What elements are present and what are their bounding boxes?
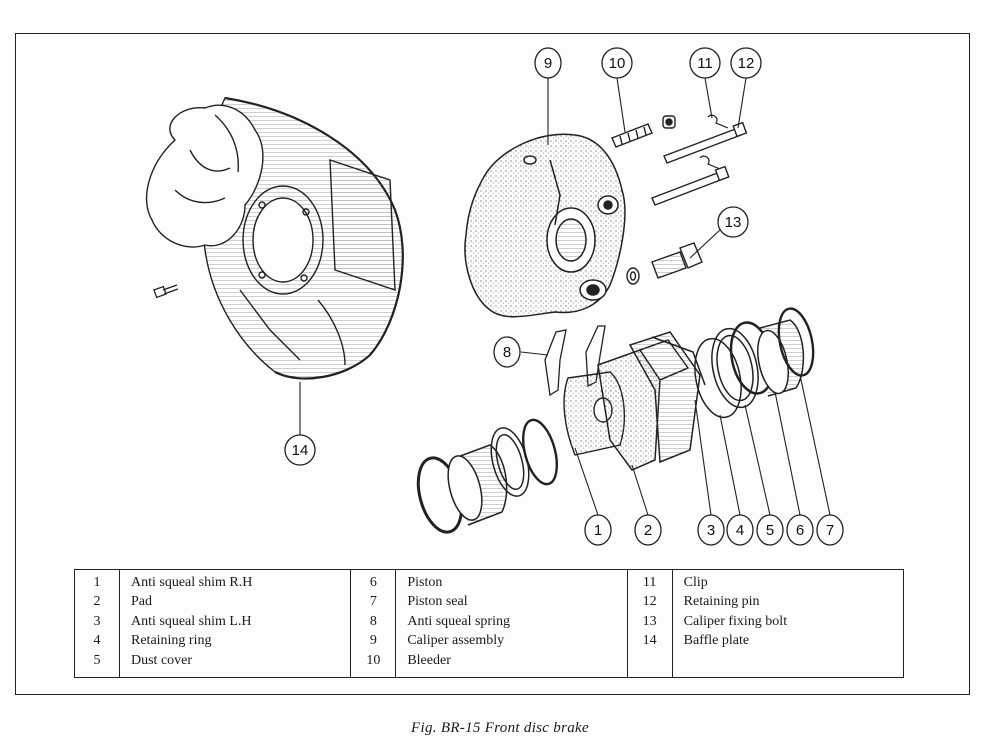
legend-number: 12 (642, 594, 657, 610)
callout-label: 14 (292, 442, 309, 459)
legend-name: Retaining pin (683, 594, 760, 610)
callout-1: 1 (584, 514, 612, 546)
callout-label: 5 (766, 522, 774, 539)
legend-column-2: 6 7 8 9 10 Piston Piston seal Anti squea… (351, 570, 628, 677)
legend-name: Anti squeal spring (407, 613, 510, 629)
callout-4: 4 (726, 514, 754, 546)
callout-label: 11 (697, 55, 713, 72)
legend-number: 13 (642, 613, 657, 629)
legend-name: Dust cover (131, 652, 193, 668)
caliper-fixing-bolt-drawing (626, 242, 703, 285)
callout-5: 5 (756, 514, 784, 546)
legend-number: 6 (369, 575, 377, 590)
right-ring-stack-drawing (694, 307, 815, 419)
legend-number: 1 (93, 575, 101, 590)
callout-label: 1 (594, 522, 602, 539)
legend-number: 3 (93, 613, 101, 629)
bleeder-drawing (611, 115, 676, 148)
legend-name: Anti squeal shim L.H (131, 613, 252, 629)
legend-number: 14 (642, 633, 657, 649)
left-piston-stack-drawing (416, 418, 559, 534)
callout-label: 13 (725, 214, 742, 231)
callout-label: 2 (644, 522, 652, 539)
callout-label: 12 (738, 55, 755, 72)
legend-name-cell: Clip Retaining pin Caliper fixing bolt B… (673, 570, 903, 677)
legend-number-cell: 11 12 13 14 (628, 570, 673, 677)
clip-drawing (699, 114, 729, 170)
legend-number: 2 (93, 594, 101, 610)
legend-name: Pad (131, 594, 152, 610)
callout-7: 7 (816, 514, 844, 546)
figure-caption: Fig. BR-15 Front disc brake (411, 720, 589, 736)
legend-number: 9 (369, 633, 377, 649)
parts-legend-table: 1 2 3 4 5 Anti squeal shim R.H Pad Anti … (74, 569, 904, 678)
legend-name-cell: Anti squeal shim R.H Pad Anti squeal shi… (120, 570, 350, 677)
caliper-assembly-drawing (464, 133, 626, 318)
callout-label: 7 (826, 522, 834, 539)
callout-8: 8 (493, 336, 521, 368)
callout-13: 13 (717, 206, 749, 238)
legend-column-1: 1 2 3 4 5 Anti squeal shim R.H Pad Anti … (75, 570, 352, 677)
legend-name: Baffle plate (683, 633, 750, 649)
legend-number: 10 (366, 652, 381, 668)
legend-name: Retaining ring (131, 633, 212, 649)
legend-name-cell: Piston Piston seal Anti squeal spring Ca… (396, 570, 626, 677)
callout-3: 3 (697, 514, 725, 546)
legend-column-3: 11 12 13 14 Clip Retaining pin Caliper f… (628, 570, 903, 677)
legend-number-cell: 6 7 8 9 10 (351, 570, 397, 677)
legend-name: Bleeder (407, 652, 451, 668)
callout-9: 9 (534, 47, 562, 79)
legend-number: 8 (369, 613, 377, 629)
callout-label: 6 (796, 522, 804, 539)
leader-lines (299, 77, 831, 516)
callout-label: 9 (544, 55, 552, 72)
callout-11: 11 (689, 47, 721, 79)
callout-6: 6 (786, 514, 814, 546)
legend-name: Piston seal (407, 594, 468, 610)
legend-name: Caliper assembly (407, 633, 505, 649)
legend-number: 7 (369, 594, 377, 610)
small-screw-drawing (153, 284, 179, 299)
baffle-cover-drawing (145, 104, 264, 248)
callout-10: 10 (601, 47, 633, 79)
legend-name: Anti squeal shim R.H (131, 575, 253, 590)
legend-name: Clip (683, 575, 708, 590)
legend-name: Piston (407, 575, 443, 590)
callout-label: 3 (707, 522, 715, 539)
pad-drawing (597, 331, 706, 471)
callout-14: 14 (284, 434, 316, 466)
legend-number: 4 (93, 633, 101, 649)
callout-2: 2 (634, 514, 662, 546)
callout-label: 10 (609, 55, 626, 72)
legend-number: 11 (642, 575, 657, 590)
callout-label: 8 (503, 344, 511, 361)
callout-12: 12 (730, 47, 762, 79)
legend-name: Caliper fixing bolt (683, 613, 788, 629)
legend-number: 5 (93, 652, 101, 668)
retaining-pin-drawing (651, 121, 748, 206)
legend-number-cell: 1 2 3 4 5 (75, 570, 120, 677)
callout-label: 4 (736, 522, 744, 539)
